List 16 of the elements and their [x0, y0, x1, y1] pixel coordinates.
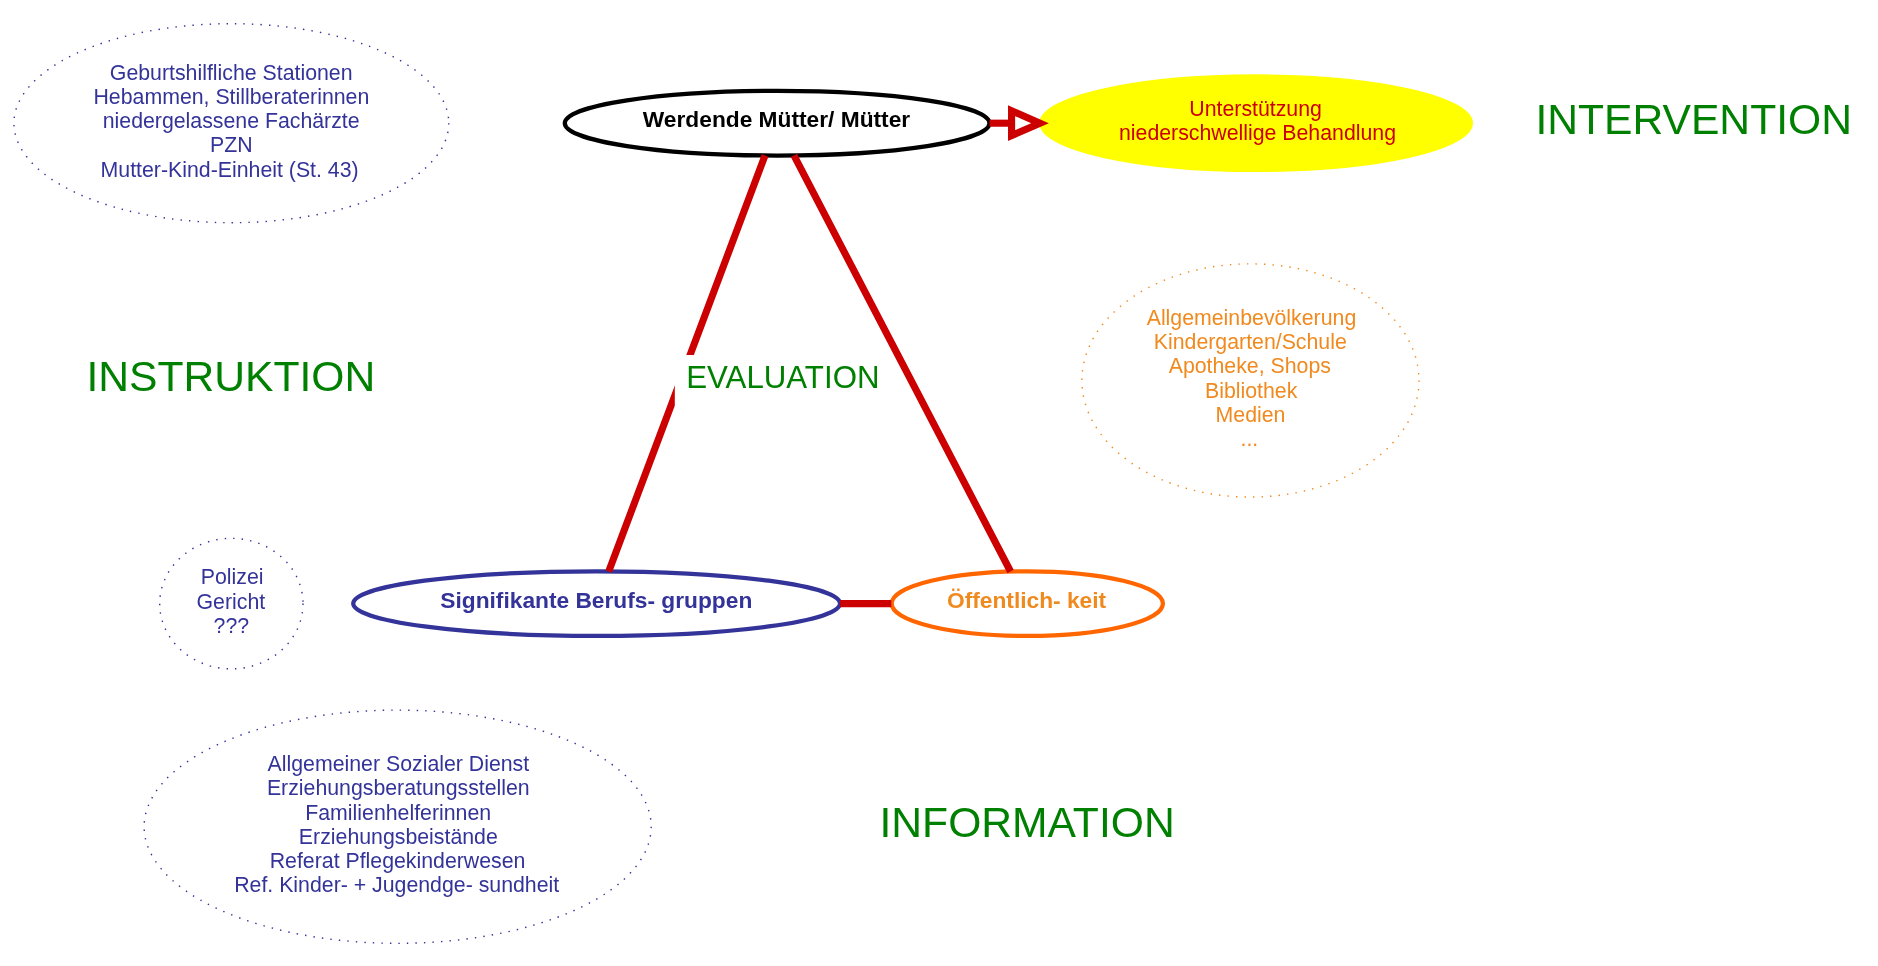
node-ellipse: Allgemeiner Sozialer Dienst Erziehungsberatungsstellen Familienhelferinnen Erziehungsbeistände Referat Pflegekinderwesen Ref. Kinder- + Jugendge- sundheit	[143, 708, 652, 944]
node-ellipse: Werdende Mütter/ Mütter	[562, 88, 992, 158]
arrow	[989, 104, 1049, 141]
label: EVALUATION	[686, 359, 880, 395]
node-ellipse: Geburtshilfliche Stationen Hebammen, Stillberaterinnen niedergelassene Fachärzte PZN Mutter-Kind-Einheit (St. 43)	[13, 22, 450, 223]
node-ellipse: Öffentlich- keit	[889, 568, 1166, 638]
connector	[840, 599, 892, 607]
node-ellipse: Allgemeinbevölkerung Kindergarten/Schule Apotheke, Shops Bibliothek Medien ...	[1081, 262, 1420, 498]
label: INTERVENTION	[1535, 94, 1852, 143]
connector	[605, 153, 769, 573]
label: INFORMATION	[879, 797, 1175, 846]
connector	[790, 153, 1014, 573]
label: INSTRUKTION	[86, 351, 376, 400]
node-ellipse: Unterstützung niederschwellige Behandlung	[1039, 73, 1473, 172]
node-ellipse: Signifikante Berufs- gruppen	[351, 568, 843, 638]
node-circle: Polizei Gericht ???	[159, 537, 304, 670]
